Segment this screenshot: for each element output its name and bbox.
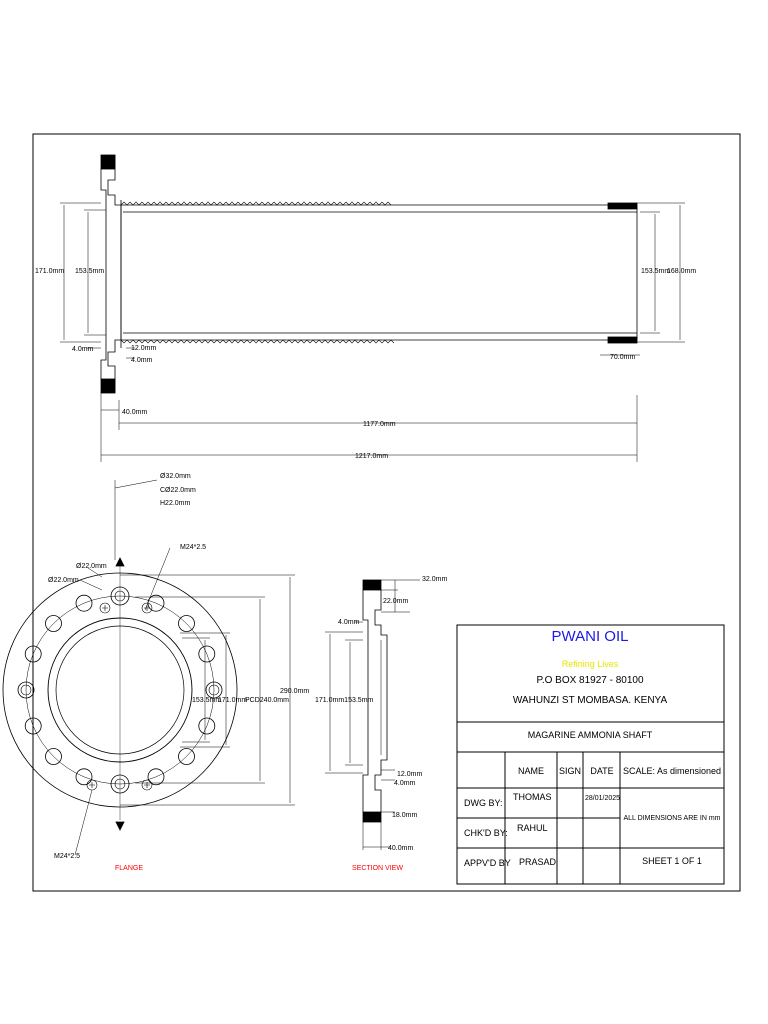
tapped-hole-icon xyxy=(141,602,153,614)
flange-dim-hole-32: Ø32.0mm xyxy=(160,473,191,480)
drawing-title: MAGARINE AMMONIA SHAFT xyxy=(528,730,653,740)
company-tagline: Refining Lives xyxy=(562,659,619,669)
flange-bolt-hole-inner xyxy=(20,684,32,696)
flange-bolt-hole xyxy=(198,717,216,735)
tb-header-date: DATE xyxy=(590,766,613,776)
section-block-top xyxy=(362,579,382,591)
flange-bolt-hole xyxy=(45,748,62,765)
flange-view xyxy=(2,557,238,831)
shaft-dim-1217: 1217.0mm xyxy=(355,453,388,460)
tb-label-dwg-by: DWG BY: xyxy=(464,798,503,808)
flange-dim-153: 153.5mm xyxy=(192,697,221,704)
flange-dim-d22-a: Ø22.0mm xyxy=(76,563,107,570)
shaft-dim-4-b: 4.0mm xyxy=(131,357,153,364)
flange-bolt-hole xyxy=(45,615,62,632)
section-dim-4-a: 4.0mm xyxy=(338,619,360,626)
section-dim-40: 40.0mm xyxy=(388,845,413,852)
flange-bolt-hole xyxy=(110,774,130,794)
section-dim-18: 18.0mm xyxy=(392,812,417,819)
section-dim-4-b: 4.0mm xyxy=(394,780,416,787)
tapped-hole-cross-icon xyxy=(102,605,108,611)
shaft-dim-12: 12.0mm xyxy=(131,345,156,352)
flange-bolt-hole xyxy=(178,615,195,632)
tb-name-dwg-by: THOMAS xyxy=(513,792,552,802)
flange-bolt-hole xyxy=(17,681,35,699)
flange-dim-hole-h22: H22.0mm xyxy=(160,500,191,507)
flange-bolt-hole-inner xyxy=(114,778,126,790)
tapped-hole-icon xyxy=(141,779,153,791)
flange-block-top xyxy=(100,154,116,170)
flange-bolt-hole xyxy=(205,681,223,699)
company-po-box: P.O BOX 81927 - 80100 xyxy=(536,675,644,686)
section-view xyxy=(362,579,388,823)
shaft-dim-70: 70.0mm xyxy=(610,354,635,361)
flange-dim-m24-bottom: M24*2.5 xyxy=(54,853,80,860)
tapped-hole-cross-icon xyxy=(89,782,95,788)
tb-header-name: NAME xyxy=(518,766,544,776)
tb-header-sign: SIGN xyxy=(559,766,581,776)
flange-dim-hole-c22: CØ22.0mm xyxy=(160,487,196,494)
shaft-serration-top xyxy=(120,201,392,206)
company-name: PWANI OIL xyxy=(552,628,629,645)
flange-bolt-hole xyxy=(147,768,165,786)
section-dim-171-153: 171.0mm153.5mm xyxy=(315,697,374,704)
tapped-hole-icon xyxy=(99,602,111,614)
shaft-dim-171: 171.0mm xyxy=(35,268,64,275)
flange-bolt-hole xyxy=(24,645,42,663)
flange-bolt-hole xyxy=(110,586,130,606)
flange-dim-d22-b: Ø22.0mm xyxy=(48,577,79,584)
tb-sheet-number: SHEET 1 OF 1 xyxy=(642,856,702,866)
shaft-end-band-top xyxy=(607,202,638,210)
title-block-frame xyxy=(456,624,725,885)
shaft-end-band-bottom xyxy=(607,336,638,344)
tb-name-chkd-by: RAHUL xyxy=(517,823,548,833)
tb-label-chkd-by: CHK'D BY: xyxy=(464,828,508,838)
section-view-label: SECTION VIEW xyxy=(352,865,403,872)
tb-header-scale: SCALE: As dimensioned xyxy=(623,766,721,776)
flange-dimensions xyxy=(74,479,295,856)
section-dimensions xyxy=(325,579,420,850)
flange-dim-290: 290.0mm xyxy=(280,688,309,695)
shaft-dim-153-left: 153.5mm xyxy=(75,268,104,275)
flange-bolt-hole xyxy=(75,768,93,786)
shaft-dim-153-right: 153.5mm xyxy=(641,268,670,275)
flange-bolt-hole xyxy=(24,717,42,735)
tapped-hole-cross-icon xyxy=(144,605,150,611)
shaft-dimensions xyxy=(60,202,685,462)
drawing-border xyxy=(32,133,741,892)
flange-bolt-hole-inner xyxy=(114,590,126,602)
flange-bolt-holes xyxy=(17,586,223,794)
shaft-dim-4-a: 4.0mm xyxy=(72,346,94,353)
tb-units-note: ALL DIMENSIONS ARE IN mm xyxy=(624,815,721,822)
title-block xyxy=(456,624,725,885)
flange-bolt-hole xyxy=(75,594,93,612)
section-dim-22: 22.0mm xyxy=(383,598,408,605)
flange-dim-pcd: PCD240.0mm xyxy=(245,697,289,704)
flange-dim-m24-top: M24*2.5 xyxy=(180,544,206,551)
section-dim-32: 32.0mm xyxy=(422,576,447,583)
shaft-dim-1177: 1177.0mm xyxy=(363,421,396,428)
shaft-elevation xyxy=(100,154,638,394)
tb-name-appvd-by: PRASAD xyxy=(519,857,557,867)
shaft-serration-bottom xyxy=(120,339,395,344)
flange-block-bottom xyxy=(100,378,116,394)
flange-bolt-hole xyxy=(178,748,195,765)
flange-marker-top xyxy=(115,557,125,567)
company-address: WAHUNZI ST MOMBASA. KENYA xyxy=(513,695,668,706)
flange-bolt-hole xyxy=(198,645,216,663)
section-dim-12: 12.0mm xyxy=(397,771,422,778)
flange-marker-bottom xyxy=(115,821,125,831)
shaft-dim-168: 168.0mm xyxy=(667,268,696,275)
flange-view-label: FLANGE xyxy=(115,865,143,872)
shaft-dim-40: 40.0mm xyxy=(122,409,147,416)
section-block-bottom xyxy=(362,811,382,823)
tb-date-dwg-by: 28/01/2025 xyxy=(585,795,620,802)
flange-bolt-hole-inner xyxy=(208,684,220,696)
flange-dim-171: 171.0mm xyxy=(218,697,247,704)
tb-label-appvd-by: APPV'D BY xyxy=(464,858,511,868)
